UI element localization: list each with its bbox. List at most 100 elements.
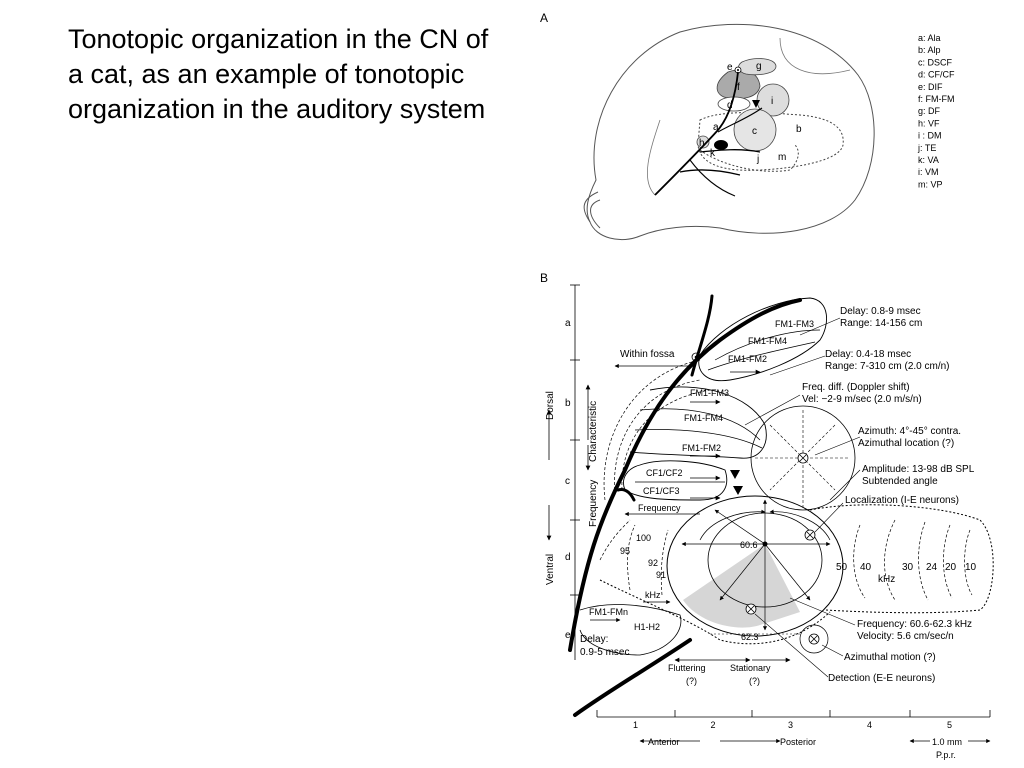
dscf-wedge <box>683 544 800 628</box>
letter-g: g <box>756 61 762 72</box>
annotation-text: Range: 14-156 cm <box>840 318 922 329</box>
annotation-text: Frequency: 60.6-62.3 kHz <box>857 619 972 630</box>
legend-item: h: VF <box>918 118 940 128</box>
letter-b: b <box>796 124 802 135</box>
cross-marker-motion <box>799 624 829 654</box>
stationary-1: Stationary <box>730 663 771 673</box>
annotation-text: Amplitude: 13-98 dB SPL <box>862 464 975 475</box>
axis-letter-e: e <box>565 630 571 641</box>
cf-region <box>623 460 728 501</box>
letter-f: f <box>737 82 740 93</box>
center-623: 62.3 <box>741 632 759 642</box>
region-h <box>696 135 710 149</box>
delay-bottom-2: 0.9-5 msec <box>580 647 629 658</box>
scale-2: P.p.r. <box>936 750 956 760</box>
tono-100: 100 <box>636 533 651 543</box>
legend-item: d: CF/CF <box>918 70 955 80</box>
fm-top-region <box>698 297 827 382</box>
slide-title: Tonotopic organization in the CN of a ca… <box>68 24 489 124</box>
frequency-vertical-label: Frequency <box>588 480 599 527</box>
fm-top-1: FM1-FM3 <box>775 319 814 329</box>
letter-m: m <box>778 152 786 163</box>
posterior-label: Posterior <box>780 737 816 747</box>
axis-letter-c: c <box>565 476 570 487</box>
right-20: 20 <box>945 562 957 573</box>
fluttering-1: Fluttering <box>668 663 706 673</box>
annotation-text: Detection (E-E neurons) <box>828 673 935 684</box>
cf-2: CF1/CF3 <box>643 486 680 496</box>
region-d <box>717 96 751 112</box>
cf-1: CF1/CF2 <box>646 468 683 478</box>
cross-marker-localization <box>804 529 816 541</box>
center-606: 60.6 <box>740 540 758 550</box>
legend-item: f: FM-FM <box>918 94 955 104</box>
characteristic-label: Characteristic <box>588 401 599 462</box>
fm-mid-region <box>629 386 767 459</box>
region-k <box>714 140 728 150</box>
tono-92: 92 <box>648 558 658 568</box>
cf-triangle-1 <box>730 470 740 479</box>
fm-top-2: FM1-FM4 <box>748 336 787 346</box>
letter-c: c <box>752 126 757 137</box>
annotation-text: Delay: 0.4-18 msec <box>825 349 911 360</box>
anterior-label: Anterior <box>648 737 680 747</box>
annotation-text: Vel: −2-9 m/sec (2.0 m/s/n) <box>802 394 922 405</box>
cross-marker-detection <box>745 603 757 615</box>
letter-a: a <box>713 122 719 133</box>
fmn-label: FM1-FMn <box>589 607 628 617</box>
legend-item: j: TE <box>917 143 936 153</box>
bottom-tick-label: 3 <box>788 720 793 730</box>
annotation-text: Azimuth: 4°-45° contra. <box>858 426 961 437</box>
letter-k: k <box>710 148 716 159</box>
annotation-text: Localization (I-E neurons) <box>845 495 959 506</box>
right-40: 40 <box>860 562 872 573</box>
letter-i: i <box>771 96 773 107</box>
bottom-tick-label: 4 <box>867 720 872 730</box>
fmn-region <box>579 604 682 656</box>
annotation-text: Azimuthal location (?) <box>858 438 954 449</box>
panel-b-label: B <box>540 271 548 285</box>
cf-triangle-2 <box>733 486 743 495</box>
letter-h: h <box>699 138 705 149</box>
legend-item: k: VA <box>918 155 939 165</box>
right-24: 24 <box>926 562 938 573</box>
panel-b: B a b c d e Dorsal Ventral Characteristi… <box>540 271 994 760</box>
legend-item: i: VM <box>918 167 939 177</box>
tono-95: 95 <box>620 546 630 556</box>
annotation-text: Delay: 0.8-9 msec <box>840 306 921 317</box>
annotation-text: Subtended angle <box>862 476 938 487</box>
annotation-text: Velocity: 5.6 cm/sec/n <box>857 631 954 642</box>
bottom-axis: 1 2 3 4 5 <box>596 710 991 730</box>
right-50: 50 <box>836 562 848 573</box>
fm-mid-3: FM1-FM2 <box>682 443 721 453</box>
main-artery <box>568 298 802 717</box>
fm-top-3: FM1-FM2 <box>728 354 767 364</box>
annotation-text: Freq. diff. (Doppler shift) <box>802 382 910 393</box>
within-fossa-label: Within fossa <box>620 349 675 360</box>
letter-d: d <box>727 100 733 111</box>
dscf-outer <box>666 495 844 637</box>
annotation-text: Azimuthal motion (?) <box>844 652 936 663</box>
panel-a-label: A <box>540 11 548 25</box>
annotation-text: Range: 7-310 cm (2.0 cm/n) <box>825 361 950 372</box>
legend-item: m: VP <box>918 179 943 189</box>
legend-item: i : DM <box>918 131 942 141</box>
frequency-label: Frequency <box>638 503 681 513</box>
stationary-2: (?) <box>749 676 760 686</box>
bottom-tick-label: 5 <box>947 720 952 730</box>
delay-bottom-1: Delay: <box>580 634 608 645</box>
fm-mid-2: FM1-FM4 <box>684 413 723 423</box>
legend-item: c: DSCF <box>918 57 953 67</box>
brain-outline <box>586 23 875 240</box>
khz-left: kHz <box>645 590 661 600</box>
bottom-tick-label: 2 <box>711 720 716 730</box>
h1h2-label: H1-H2 <box>634 622 660 632</box>
ventral-label: Ventral <box>545 554 556 585</box>
axis-letter-b: b <box>565 398 571 409</box>
legend-item: g: DF <box>918 106 941 116</box>
panel-a: A e g f <box>540 11 955 240</box>
bottom-tick-label: 1 <box>633 720 638 730</box>
tono-91: 91 <box>656 570 666 580</box>
